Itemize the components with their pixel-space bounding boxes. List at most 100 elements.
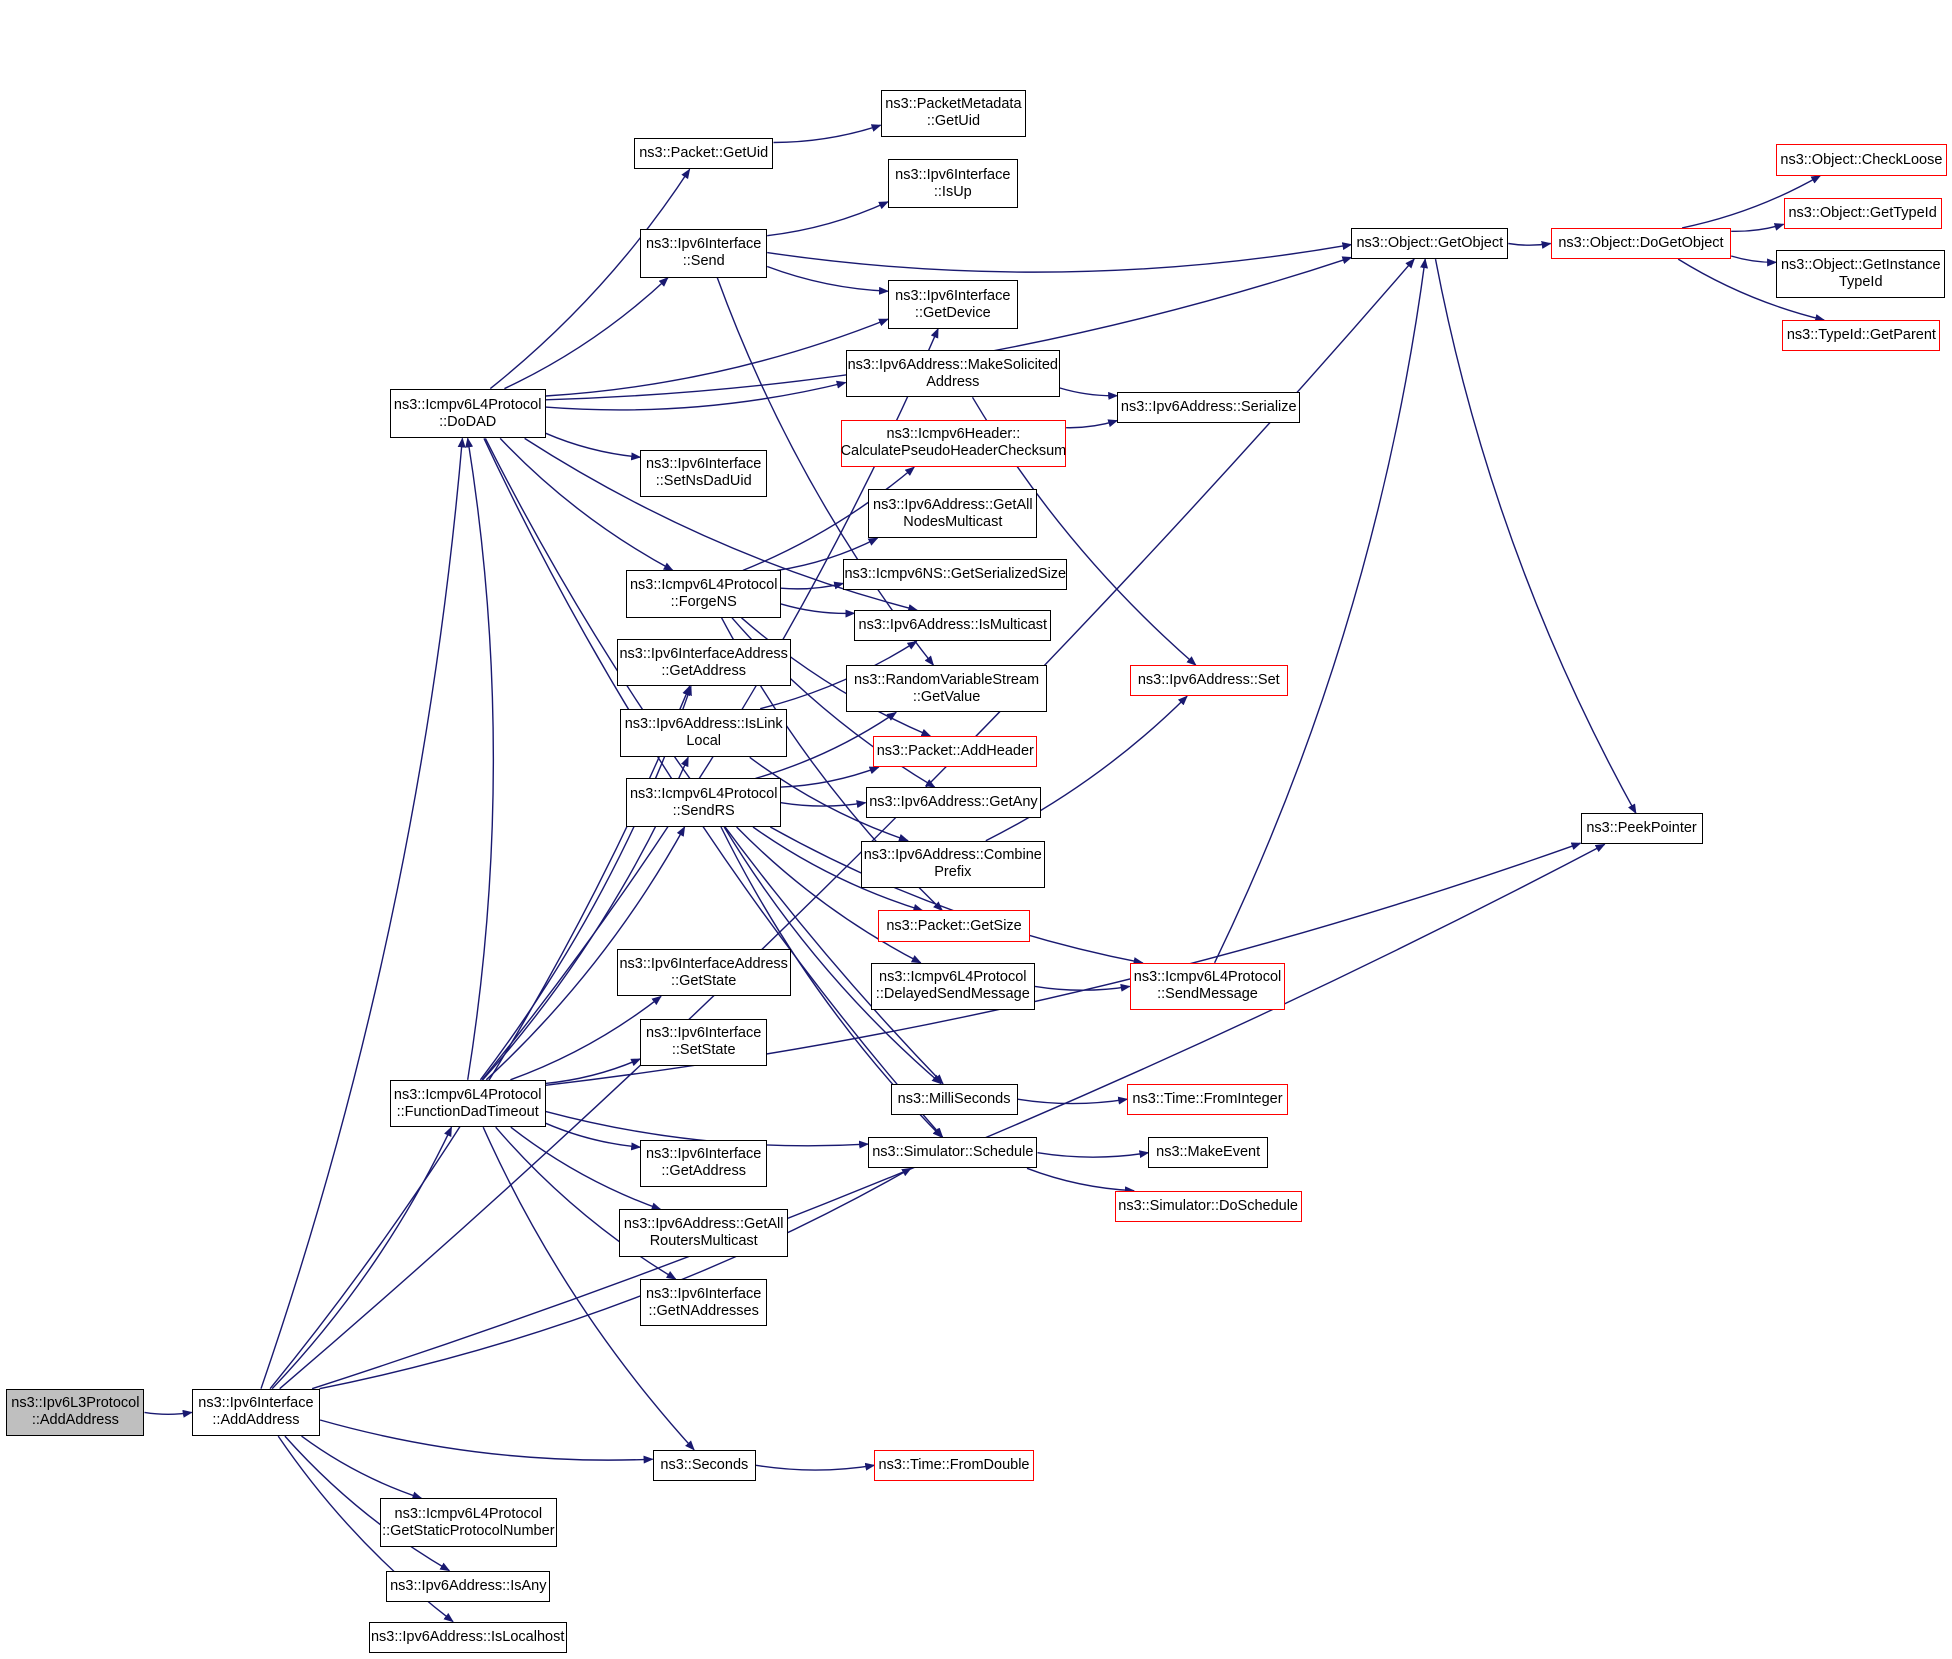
- edge-icmp-funcdad-to-ipv6if-getnaddresses: [495, 1126, 677, 1280]
- node-packet-getuid[interactable]: ns3::Packet::GetUid: [633, 138, 774, 170]
- node-addr-islocalhost[interactable]: ns3::Ipv6Address::IsLocalhost: [368, 1621, 567, 1653]
- node-typeid-getparent[interactable]: ns3::TypeId::GetParent: [1782, 320, 1941, 352]
- node-ipv6if-addaddress[interactable]: ns3::Ipv6Interface::AddAddress: [191, 1388, 321, 1437]
- node-addr-ismulticast[interactable]: ns3::Ipv6Address::IsMulticast: [854, 610, 1052, 642]
- node-ipv6if-getnaddresses[interactable]: ns3::Ipv6Interface::GetNAddresses: [640, 1279, 768, 1327]
- node-label-line: ::AddAddress: [31, 1412, 119, 1429]
- edge-ipv6if-send-to-obj-getobject: [767, 242, 1353, 273]
- node-peekpointer[interactable]: ns3::PeekPointer: [1580, 813, 1703, 845]
- edge-icmp-funcdad-to-addr-getallrouters: [510, 1126, 662, 1211]
- node-addr-serialize[interactable]: ns3::Ipv6Address::Serialize: [1117, 392, 1301, 424]
- node-icmp-delayed[interactable]: ns3::Icmpv6L4Protocol::DelayedSendMessag…: [870, 962, 1035, 1011]
- edge-icmp-funcdad-to-icmp-sendrs: [485, 826, 686, 1081]
- node-ipv6if-getdevice[interactable]: ns3::Ipv6Interface::GetDevice: [888, 280, 1018, 329]
- node-label-line: ns3::Ipv6InterfaceAddress: [619, 645, 788, 662]
- edge-ipv6if-send-to-ipv6if-getdevice: [766, 265, 889, 295]
- node-icmpheader-calc[interactable]: ns3::Icmpv6Header::CalculatePseudoHeader…: [840, 419, 1067, 468]
- node-label-line: ::SendRS: [672, 802, 735, 819]
- node-rvs-getvalue[interactable]: ns3::RandomVariableStream::GetValue: [845, 665, 1048, 713]
- edge-ipv6if-addaddress-to-icmp-funcdad: [271, 1126, 453, 1390]
- node-obj-checkloose[interactable]: ns3::Object::CheckLoose: [1776, 144, 1947, 176]
- node-label-line: ns3::Ipv6Interface: [646, 1146, 762, 1163]
- node-label-line: Local: [686, 732, 722, 749]
- node-makeevent[interactable]: ns3::MakeEvent: [1148, 1137, 1268, 1169]
- node-obj-getobject[interactable]: ns3::Object::GetObject: [1351, 227, 1509, 260]
- node-addr-set[interactable]: ns3::Ipv6Address::Set: [1129, 665, 1288, 697]
- edge-icmp-funcdad-to-ifaddr-getstate: [510, 995, 662, 1081]
- edge-icmp-dodad-to-icmp-forgens: [499, 437, 674, 572]
- node-label-line: ns3::Ipv6Address::GetAll: [873, 496, 1033, 513]
- node-icmp-sendrs[interactable]: ns3::Icmpv6L4Protocol::SendRS: [626, 778, 781, 827]
- node-label-line: ns3::Time::FromInteger: [1132, 1090, 1283, 1107]
- node-label-line: ::ForgeNS: [670, 594, 737, 611]
- edge-icmp-delayed-to-icmp-sendmessage: [1034, 983, 1131, 992]
- node-label-line: ::GetUid: [926, 113, 981, 130]
- node-label-line: ns3::Ipv6Interface: [198, 1395, 314, 1412]
- node-addr-getany[interactable]: ns3::Ipv6Address::GetAny: [865, 787, 1042, 819]
- node-millis[interactable]: ns3::MilliSeconds: [890, 1083, 1018, 1115]
- node-ifaddr-getstate[interactable]: ns3::Ipv6InterfaceAddress::GetState: [616, 949, 791, 997]
- node-ifaddr-getaddress[interactable]: ns3::Ipv6InterfaceAddress::GetAddress: [616, 638, 791, 687]
- node-label-line: ns3::Ipv6Address::IsLocalhost: [370, 1628, 565, 1645]
- node-label-line: CalculatePseudoHeaderChecksum: [840, 443, 1067, 460]
- edge-icmp-dodad-to-millis: [484, 438, 944, 1085]
- node-icmp-sendmessage[interactable]: ns3::Icmpv6L4Protocol::SendMessage: [1129, 962, 1286, 1011]
- node-label-line: ns3::Ipv6Address::GetAny: [869, 794, 1038, 811]
- node-label-line: ns3::Time::FromDouble: [878, 1456, 1030, 1473]
- node-label-line: ns3::MilliSeconds: [897, 1090, 1011, 1107]
- node-pm-getuid[interactable]: ns3::PacketMetadata::GetUid: [880, 89, 1027, 137]
- edge-icmp-dodad-to-ipv6if-send: [504, 277, 669, 390]
- node-addr-isany[interactable]: ns3::Ipv6Address::IsAny: [386, 1570, 551, 1602]
- node-label-line: ns3::Object::DoGetObject: [1558, 234, 1724, 251]
- node-label-line: ::GetNAddresses: [648, 1302, 759, 1319]
- edge-addr-combineprefix-to-addr-set: [985, 695, 1188, 842]
- node-icmpns-getsize[interactable]: ns3::Icmpv6NS::GetSerializedSize: [843, 559, 1068, 591]
- node-ipv6if-send[interactable]: ns3::Ipv6Interface::Send: [640, 229, 768, 278]
- node-obj-gettypeid[interactable]: ns3::Object::GetTypeId: [1783, 198, 1942, 230]
- node-packet-getsize[interactable]: ns3::Packet::GetSize: [878, 910, 1030, 942]
- node-sim-doschedule[interactable]: ns3::Simulator::DoSchedule: [1114, 1190, 1302, 1222]
- node-time-fromdouble[interactable]: ns3::Time::FromDouble: [874, 1449, 1034, 1481]
- node-icmp-dodad[interactable]: ns3::Icmpv6L4Protocol::DoDAD: [389, 388, 546, 439]
- edge-icmp-sendrs-to-packet-addheader: [780, 766, 880, 788]
- node-label-line: ns3::Ipv6Address::MakeSolicited: [847, 356, 1058, 373]
- edge-obj-dogetobject-to-typeid-getparent: [1677, 258, 1826, 322]
- node-ipv6if-getaddress[interactable]: ns3::Ipv6Interface::GetAddress: [640, 1139, 768, 1187]
- node-obj-dogetobject[interactable]: ns3::Object::DoGetObject: [1550, 227, 1732, 260]
- node-icmp-getstatic[interactable]: ns3::Icmpv6L4Protocol::GetStaticProtocol…: [379, 1498, 557, 1547]
- node-label-line: ::AddAddress: [212, 1412, 300, 1429]
- node-label-line: ::GetState: [671, 972, 737, 989]
- node-label-line: ns3::Ipv6Address::Combine: [863, 847, 1042, 864]
- node-label-line: ns3::MakeEvent: [1156, 1144, 1261, 1161]
- node-label-line: ns3::Icmpv6L4Protocol: [393, 396, 542, 413]
- node-label-line: Prefix: [934, 864, 972, 881]
- node-ipv6if-setnsdaduid[interactable]: ns3::Ipv6Interface::SetNsDadUid: [640, 449, 768, 497]
- node-icmp-funcdad[interactable]: ns3::Icmpv6L4Protocol::FunctionDadTimeou…: [389, 1079, 546, 1128]
- node-label-line: ns3::Icmpv6Header::: [886, 426, 1021, 443]
- node-time-frominteger[interactable]: ns3::Time::FromInteger: [1127, 1083, 1288, 1115]
- node-label-line: ns3::Packet::GetSize: [886, 917, 1022, 934]
- edge-icmp-sendrs-to-addr-getany: [780, 800, 867, 809]
- node-seconds[interactable]: ns3::Seconds: [652, 1449, 757, 1481]
- edge-icmp-sendmessage-to-obj-getobject: [1213, 258, 1428, 964]
- node-sim-schedule[interactable]: ns3::Simulator::Schedule: [868, 1137, 1038, 1169]
- edge-ipv6l3-addaddress-to-ipv6if-addaddress: [144, 1409, 193, 1418]
- edge-packet-getuid-to-pm-getuid: [773, 124, 882, 144]
- node-label-line: ns3::PeekPointer: [1586, 820, 1697, 837]
- edge-icmp-funcdad-to-icmp-dodad: [465, 437, 495, 1080]
- node-ipv6if-setstate[interactable]: ns3::Ipv6Interface::SetState: [640, 1018, 768, 1067]
- node-label-line: ns3::Ipv6Interface: [646, 236, 762, 253]
- edge-icmp-funcdad-to-ipv6if-getaddress: [545, 1122, 642, 1151]
- node-ipv6if-isup[interactable]: ns3::Ipv6Interface::IsUp: [888, 159, 1018, 208]
- edge-icmp-dodad-to-ipv6if-setnsdaduid: [545, 432, 642, 461]
- node-packet-addheader[interactable]: ns3::Packet::AddHeader: [873, 736, 1038, 768]
- node-label-line: ::IsUp: [933, 183, 972, 200]
- node-label-line: Address: [926, 373, 980, 390]
- node-icmp-forgens[interactable]: ns3::Icmpv6L4Protocol::ForgeNS: [626, 570, 781, 618]
